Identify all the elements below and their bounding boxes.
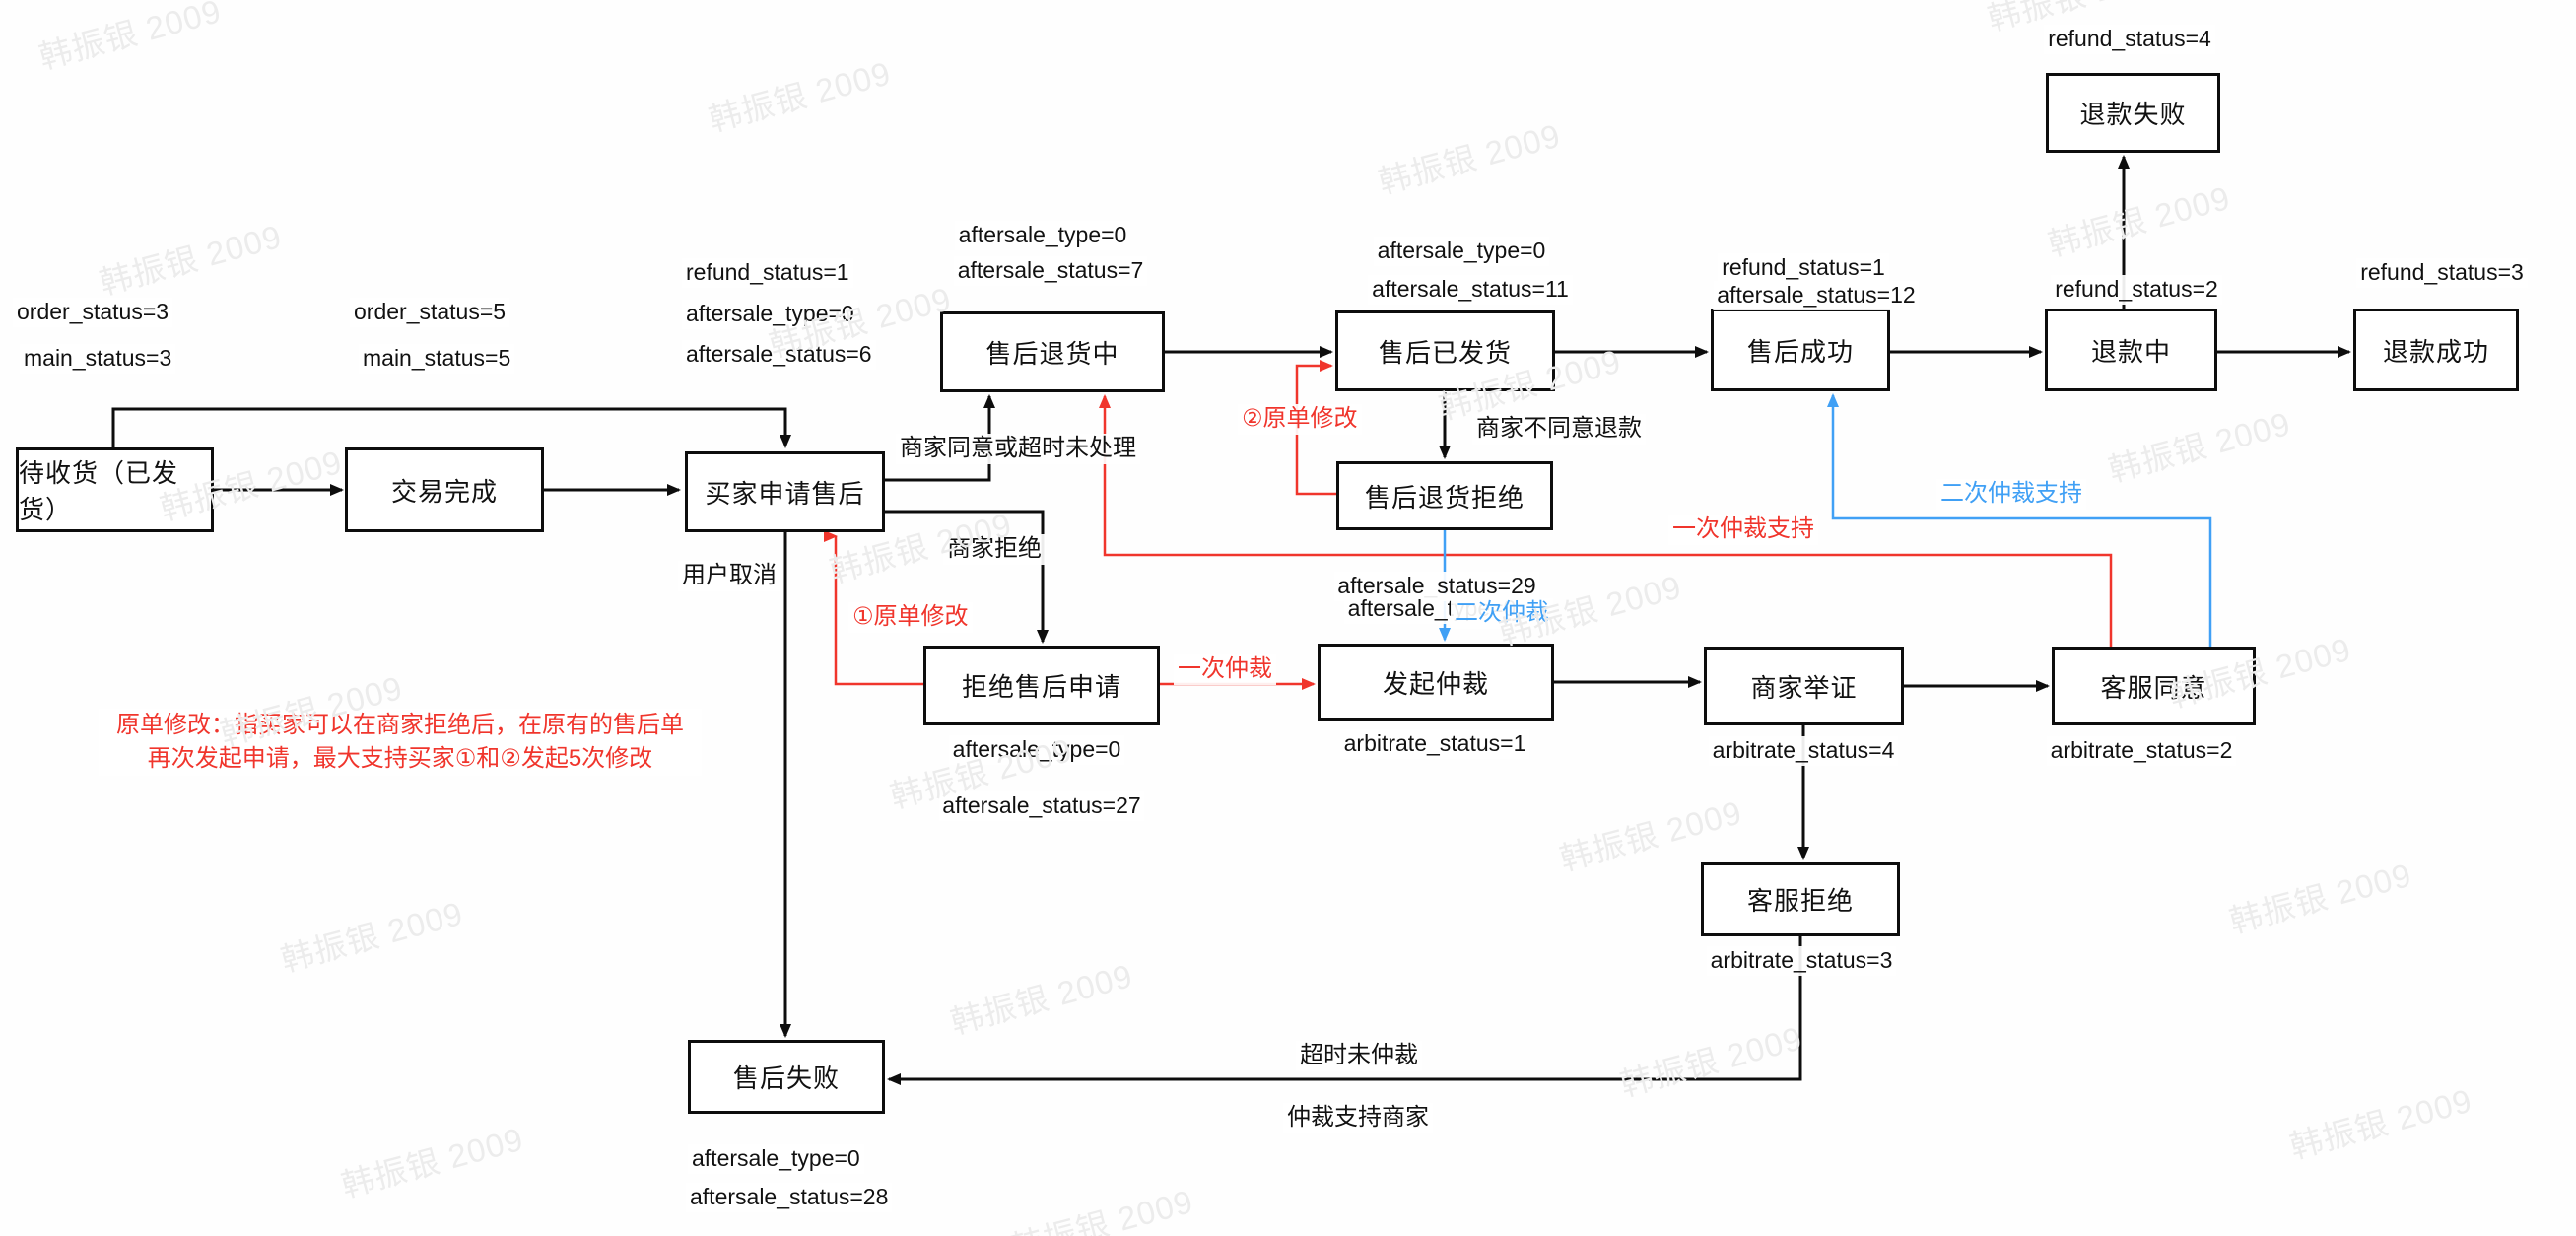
node-buyer-apply-aftersale: 买家申请售后 [685, 451, 885, 532]
status-aftersale-6: aftersale_status=6 [682, 340, 876, 370]
node-aftersale-return-rejected: 售后退货拒绝 [1336, 461, 1553, 530]
status-refund-3: refund_status=3 [2356, 258, 2528, 288]
node-reject-aftersale-apply: 拒绝售后申请 [923, 646, 1160, 725]
label-first-arbitration: 一次仲裁 [1174, 654, 1276, 685]
status-type-0-reject-apply: aftersale_type=0 [948, 735, 1125, 765]
node-refund-success: 退款成功 [2353, 309, 2519, 391]
node-pending-receipt: 待收货（已发货） [16, 447, 214, 532]
status-type-0-returning: aftersale_type=0 [954, 221, 1131, 250]
status-aftersale-7: aftersale_status=7 [953, 256, 1148, 286]
label-merchant-disagree-refund: 商家不同意退款 [1472, 414, 1646, 445]
edge-second-arbitration-support-blue [1827, 393, 2212, 647]
label-first-arbitration-support: 一次仲裁支持 [1668, 515, 1818, 545]
status-order-5: order_status=5 [350, 298, 510, 327]
status-arbitrate-1: arbitrate_status=1 [1339, 729, 1530, 759]
node-trade-done: 交易完成 [345, 447, 544, 532]
node-aftersale-returning: 售后退货中 [940, 311, 1165, 392]
status-aftersale-28: aftersale_status=28 [686, 1183, 893, 1212]
note-line-2: 再次发起申请，最大支持买家①和②发起5次修改 [147, 745, 653, 772]
note-modify-rule: 原单修改：指买家可以在商家拒绝后，在原有的售后单 再次发起申请，最大支持买家①和… [99, 709, 702, 776]
label-merchant-agree-or-timeout: 商家同意或超时未处理 [896, 434, 1140, 464]
node-merchant-evidence: 商家举证 [1704, 647, 1904, 725]
status-arbitrate-2: arbitrate_status=2 [2046, 736, 2237, 766]
edge-apply-to-reject [885, 510, 1049, 644]
status-refund-4: refund_status=4 [2044, 25, 2215, 54]
edge-apply-to-returning [885, 394, 995, 482]
edge-pending-to-apply [111, 407, 791, 448]
label-modify-1: ①原单修改 [848, 602, 973, 633]
note-line-1: 原单修改：指买家可以在商家拒绝后，在原有的售后单 [116, 712, 684, 738]
status-aftersale-27: aftersale_status=27 [938, 791, 1145, 821]
node-aftersale-success: 售后成功 [1711, 309, 1890, 391]
status-aftersale-12: aftersale_status=12 [1713, 281, 1920, 310]
status-refund-1-success: refund_status=1 [1718, 253, 1889, 283]
edge-modify1-red [830, 534, 923, 686]
label-merchant-reject: 商家拒绝 [943, 534, 1046, 565]
status-type-0-shipped: aftersale_type=0 [1373, 237, 1550, 266]
status-aftersale-11: aftersale_status=11 [1368, 275, 1573, 305]
status-arbitrate-4: arbitrate_status=4 [1708, 736, 1899, 766]
label-second-arbitration-support: 二次仲裁支持 [1936, 479, 2086, 510]
status-refund-1-apply: refund_status=1 [682, 258, 853, 288]
status-type-0-failed: aftersale_type=0 [688, 1144, 864, 1174]
label-modify-2: ②原单修改 [1238, 404, 1362, 435]
edge-first-arbitration-support-red [1099, 394, 2113, 647]
node-aftersale-failed: 售后失败 [688, 1040, 885, 1114]
status-main-5: main_status=5 [359, 344, 515, 374]
node-refund-failed: 退款失败 [2046, 73, 2220, 153]
status-refund-2: refund_status=2 [2051, 275, 2222, 305]
status-type-0-apply: aftersale_type=0 [682, 300, 858, 329]
label-user-cancel: 用户取消 [678, 561, 780, 591]
status-arbitrate-3: arbitrate_status=3 [1706, 946, 1897, 976]
node-start-arbitration: 发起仲裁 [1318, 644, 1554, 721]
node-cs-reject: 客服拒绝 [1701, 862, 1900, 936]
node-refunding: 退款中 [2045, 309, 2217, 391]
label-timeout-no-arbitration: 超时未仲裁 [1296, 1041, 1422, 1071]
label-second-arbitration: 二次仲裁 [1451, 598, 1553, 629]
node-cs-agree: 客服同意 [2052, 647, 2256, 725]
status-order-3: order_status=3 [13, 298, 173, 327]
node-aftersale-shipped: 售后已发货 [1335, 310, 1555, 391]
edge-cs-reject-to-failed [887, 936, 1802, 1085]
status-main-3: main_status=3 [20, 344, 176, 374]
label-arbitration-support-merchant: 仲裁支持商家 [1283, 1103, 1433, 1133]
